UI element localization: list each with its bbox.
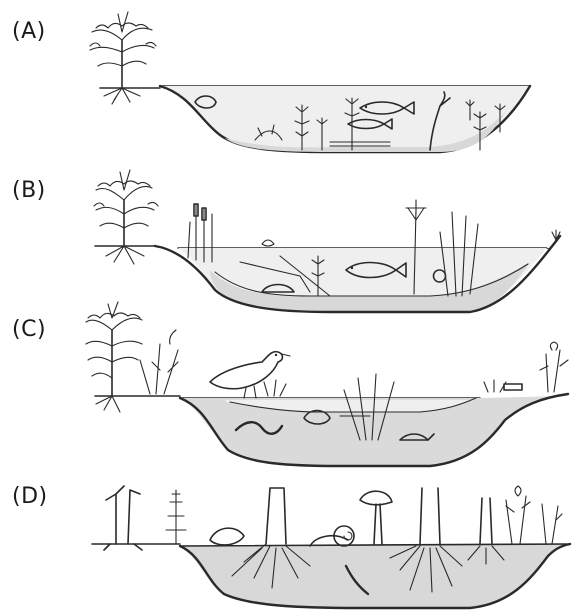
panel-c-turtle-icon [504, 384, 522, 390]
panel-d-frog-icon [210, 528, 244, 545]
panel-b-lily-icon [262, 240, 274, 246]
panel-c-grass [264, 380, 286, 396]
panel-d-forest [92, 486, 570, 608]
panel-d-conifer-icon [166, 490, 186, 544]
panel-c-bird-icon [210, 352, 290, 398]
panel-d-tree-3-icon [468, 498, 504, 564]
panel-a-lake [90, 12, 530, 152]
panel-c-bank-grass [484, 380, 506, 392]
panel-d-bush-icon [506, 486, 530, 544]
panel-c-flower-icon [540, 342, 568, 392]
panel-b-tree-icon [94, 170, 158, 264]
panel-d-snail-icon [310, 526, 354, 546]
panel-d-mushroom-icon [360, 491, 392, 544]
panel-d-fern-icon [542, 504, 562, 544]
panel-b-lake [94, 170, 560, 312]
panel-d-stump-icon [104, 486, 142, 550]
panel-c-shrub-icon [140, 330, 178, 394]
panel-a-tree-icon [90, 12, 156, 104]
panel-c-marsh [86, 302, 568, 466]
